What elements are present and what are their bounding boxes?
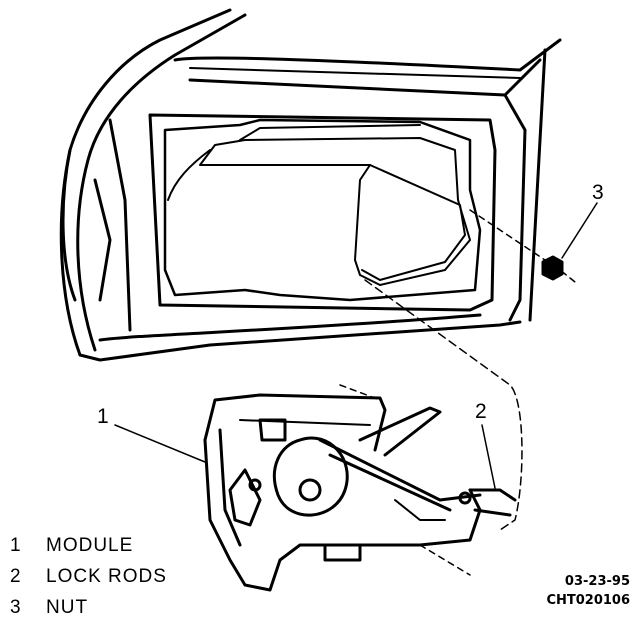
callout-3: 3 bbox=[592, 181, 604, 204]
legend-label: MODULE bbox=[46, 534, 134, 556]
callout-2: 2 bbox=[475, 400, 487, 423]
parts-legend: 1 MODULE 2 LOCK RODS 3 NUT bbox=[10, 530, 167, 623]
legend-label: LOCK RODS bbox=[46, 565, 167, 587]
legend-item-module: 1 MODULE bbox=[10, 530, 167, 561]
legend-label: NUT bbox=[46, 596, 89, 618]
module-assembly bbox=[203, 393, 517, 592]
legend-item-nut: 3 NUT bbox=[10, 592, 167, 623]
legend-number: 3 bbox=[10, 596, 22, 618]
legend-number: 1 bbox=[10, 534, 22, 556]
diagram-id: CHT020106 bbox=[546, 593, 630, 608]
door-inner-panel bbox=[148, 113, 497, 312]
door-frame bbox=[59, 8, 562, 362]
legend-number: 2 bbox=[10, 565, 22, 587]
diagram-code: 03-23-95 CHT020106 bbox=[546, 572, 630, 610]
legend-item-lock-rods: 2 LOCK RODS bbox=[10, 561, 167, 592]
leader-lines bbox=[114, 202, 598, 576]
callout-1: 1 bbox=[97, 405, 109, 428]
diagram-date: 03-23-95 bbox=[564, 574, 630, 589]
